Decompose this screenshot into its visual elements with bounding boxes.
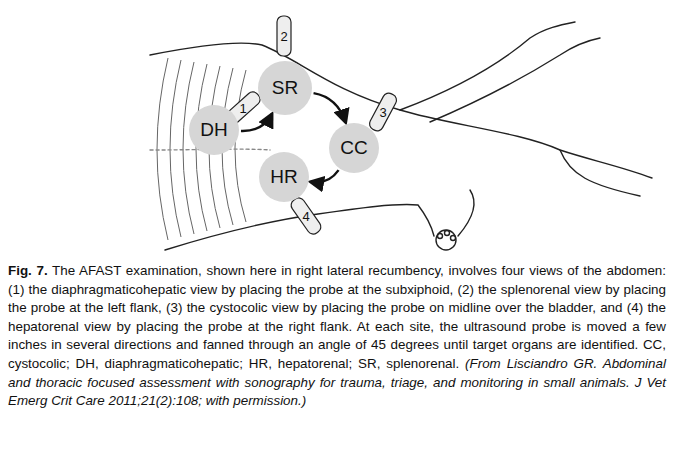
rib bbox=[183, 62, 194, 234]
callout-number: 2 bbox=[280, 30, 287, 43]
paw bbox=[436, 230, 456, 250]
body-outline bbox=[150, 43, 652, 178]
rib bbox=[170, 60, 181, 237]
callout-number: 3 bbox=[379, 106, 386, 119]
sequence-arrow bbox=[314, 93, 346, 122]
callout-number: 1 bbox=[239, 102, 246, 115]
caption-text: The AFAST examination, shown here in rig… bbox=[8, 263, 666, 371]
view-circle: DH bbox=[189, 105, 239, 155]
figure-number: Fig. 7. bbox=[8, 263, 48, 278]
view-circle: CC bbox=[329, 123, 379, 173]
figure-caption: Fig. 7. The AFAST examination, shown her… bbox=[8, 262, 666, 411]
sequence-arrow bbox=[311, 170, 339, 182]
view-circle: HR bbox=[259, 152, 309, 202]
probe bbox=[367, 91, 398, 133]
sequence-arrow bbox=[241, 114, 272, 131]
view-abbrev: DH bbox=[200, 119, 227, 141]
probe bbox=[277, 16, 291, 56]
hind-leg bbox=[400, 22, 575, 110]
view-abbrev: HR bbox=[270, 166, 297, 188]
paw bbox=[438, 234, 443, 239]
view-circle: SR bbox=[258, 61, 312, 115]
paw bbox=[445, 231, 450, 236]
paw bbox=[451, 236, 456, 241]
view-abbrev: CC bbox=[340, 137, 367, 159]
rib bbox=[235, 70, 246, 222]
callout-number: 4 bbox=[302, 210, 309, 223]
hind-leg bbox=[430, 38, 600, 122]
probe bbox=[289, 196, 323, 237]
hind-leg bbox=[458, 190, 474, 236]
rib bbox=[157, 58, 168, 240]
tail bbox=[560, 150, 640, 196]
view-abbrev: SR bbox=[272, 77, 298, 99]
